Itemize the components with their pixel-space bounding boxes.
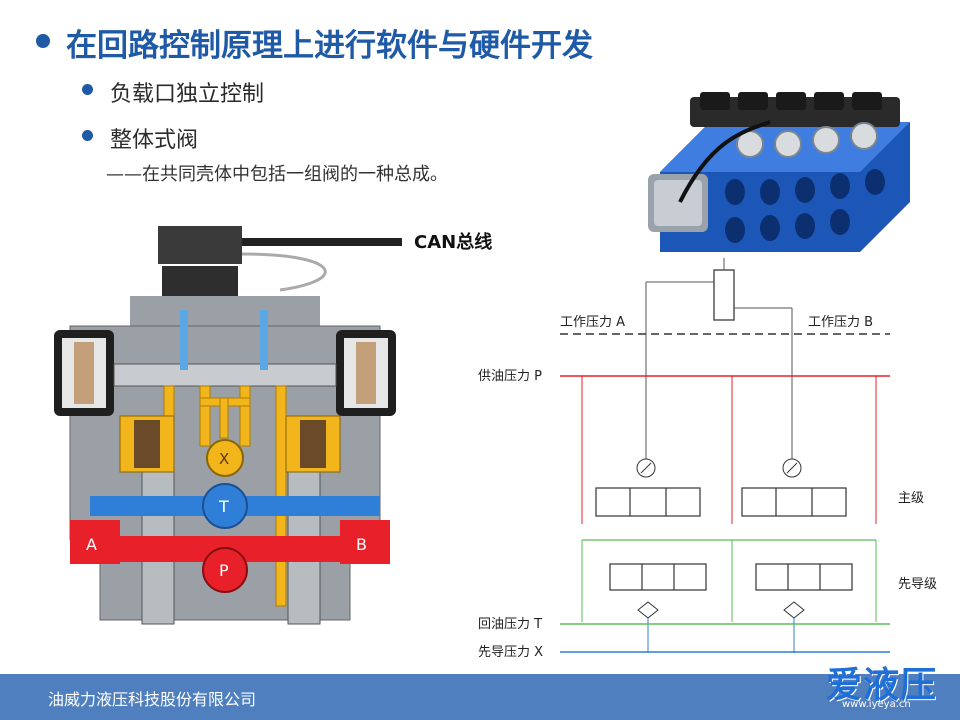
valve-block-photo xyxy=(640,82,930,262)
port-t-node xyxy=(202,483,248,529)
footer-company: 油威力液压科技股份有限公司 xyxy=(48,690,257,709)
bullet-dot-icon xyxy=(82,84,93,95)
integral-valve-note: ——在共同壳体中包括一组阀的一种总成。 xyxy=(106,164,448,185)
port-t-label: T xyxy=(218,497,229,516)
port-a-block xyxy=(70,520,120,564)
coil-bottom xyxy=(162,266,238,296)
hydraulic-circuit: 工作压力 A 工作压力 B 供油压力 P 主级 先导级 回油压力 T 先导压 xyxy=(478,258,937,660)
port-x-node xyxy=(206,439,244,477)
filter-icon xyxy=(637,601,659,619)
work-pressure-b-label: 工作压力 B xyxy=(808,315,873,330)
title-bullet-icon xyxy=(36,34,50,48)
supply-pressure-label: 供油压力 P xyxy=(478,369,542,384)
port-x-label: X xyxy=(219,450,229,468)
can-bus-label: CAN总线 xyxy=(414,231,492,253)
footer-bar xyxy=(0,674,960,720)
port-b-block xyxy=(340,520,390,564)
bullet-load-port: 负载口独立控制 xyxy=(110,82,265,107)
page-title: 在回路控制原理上进行软件与硬件开发 xyxy=(66,28,593,64)
main-stage-label: 主级 xyxy=(898,491,924,506)
pilot-pressure-label: 先导压力 X xyxy=(478,645,543,660)
bullet-dot-icon xyxy=(82,130,93,141)
coil-top xyxy=(158,226,242,264)
port-a-label: A xyxy=(86,535,97,554)
pilot-stage-label: 先导级 xyxy=(898,577,937,592)
port-b-label: B xyxy=(356,535,367,554)
port-p-node xyxy=(202,547,248,593)
work-pressure-a-label: 工作压力 A xyxy=(560,315,625,330)
valve-cross-section: A B X T P CAN总线 xyxy=(54,226,492,625)
port-p-label: P xyxy=(219,561,229,580)
bullet-integral-valve: 整体式阀 xyxy=(110,128,199,153)
brand-logo: 爱液压 xyxy=(826,665,938,706)
can-cable xyxy=(242,238,402,246)
brand-url: www.iyeya.cn xyxy=(842,699,911,710)
filter-icon xyxy=(783,601,805,619)
return-pressure-label: 回油压力 T xyxy=(478,617,542,632)
